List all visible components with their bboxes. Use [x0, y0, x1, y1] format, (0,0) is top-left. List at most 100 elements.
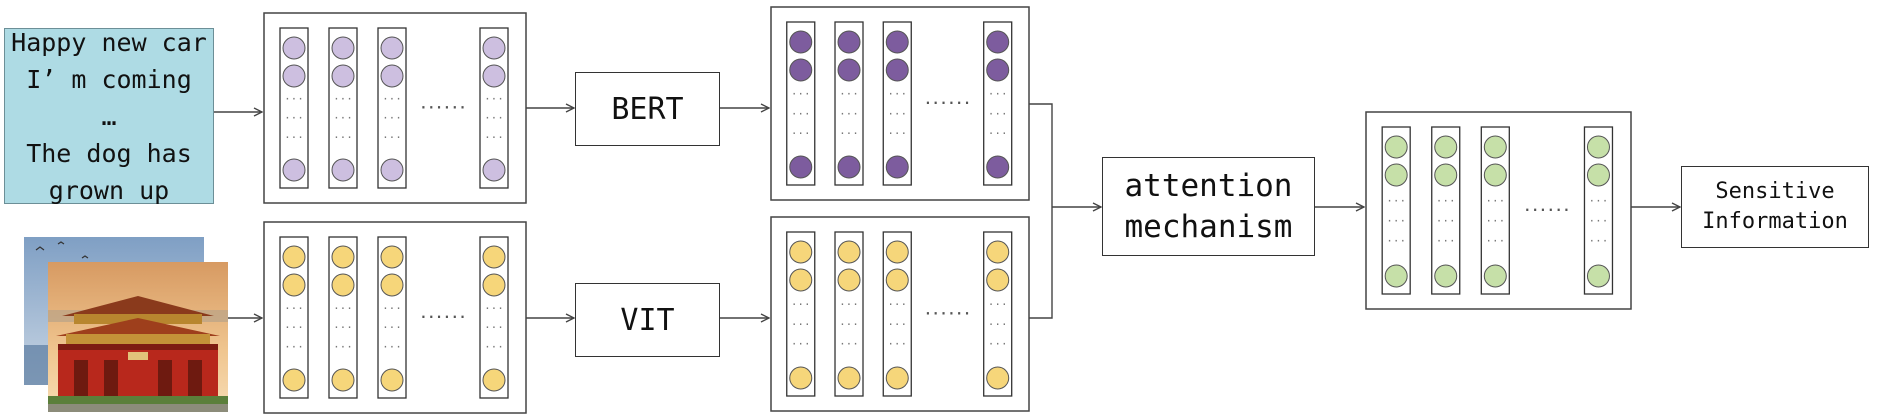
- fused-feature-block-node: [1483, 163, 1507, 187]
- fused-feature-block-vdots: ···: [1589, 194, 1609, 207]
- text-embedding-block-node: [282, 36, 306, 60]
- text-embedding-block-node: [331, 158, 355, 182]
- fused-feature-block-node: [1586, 135, 1610, 159]
- image-embedding-block-vdots: ···: [382, 340, 402, 353]
- text-line-1: Happy new car: [11, 27, 207, 57]
- text-feature-block-node: [986, 155, 1010, 179]
- fused-feature-block-vdots: ···: [1386, 235, 1406, 248]
- bert-label: BERT: [611, 91, 684, 127]
- text-embedding-block-node: [482, 158, 506, 182]
- image-embedding-block-vdots: ···: [484, 340, 504, 353]
- palace-photo-icon: [24, 237, 228, 412]
- text-embedding-block-node: [331, 64, 355, 88]
- text-embedding-block-node: [380, 64, 404, 88]
- text-feature-block-node: [789, 30, 813, 54]
- image-feature-block-vdots: ···: [791, 338, 811, 351]
- image-feature-block-vdots: ···: [887, 338, 907, 351]
- text-embedding-block-node: [331, 36, 355, 60]
- text-feature-block-node: [837, 155, 861, 179]
- text-embedding-block-node: [380, 36, 404, 60]
- image-feature-block-vdots: ···: [839, 298, 859, 311]
- fused-feature-block-vdots: ···: [1436, 194, 1456, 207]
- text-feature-block-vdots: ···: [988, 127, 1008, 140]
- image-embedding-block-node: [331, 368, 355, 392]
- text-feature-block-vdots: ···: [791, 88, 811, 101]
- text-feature-block-node: [837, 58, 861, 82]
- text-embedding-block-vdots: ···: [333, 92, 353, 105]
- text-embedding-block-node: [282, 158, 306, 182]
- fused-feature-block-node: [1384, 135, 1408, 159]
- fused-feature-block-vdots: ···: [1485, 235, 1505, 248]
- text-embedding-block-hdots: ······: [420, 101, 467, 116]
- text-feature-block-node: [837, 30, 861, 54]
- image-embedding-block-vdots: ···: [382, 321, 402, 334]
- output-label-line1: Sensitive: [1715, 179, 1835, 204]
- image-embedding-block-node: [482, 273, 506, 297]
- image-embedding-block-vdots: ···: [284, 321, 304, 334]
- image-feature-block-vdots: ···: [887, 298, 907, 311]
- fused-feature-block-node: [1434, 135, 1458, 159]
- fused-feature-block-vdots: ···: [1485, 215, 1505, 228]
- image-feature-block-vdots: ···: [791, 318, 811, 331]
- front-photo: [48, 262, 228, 412]
- text-feature-block-vdots: ···: [839, 127, 859, 140]
- fused-feature-block-vdots: ···: [1589, 215, 1609, 228]
- image-feature-block-vdots: ···: [988, 318, 1008, 331]
- fused-feature-block-vdots: ···: [1485, 194, 1505, 207]
- text-embedding-block-vdots: ···: [382, 92, 402, 105]
- image-feature-block-node: [986, 240, 1010, 264]
- text-embedding-block-node: [282, 64, 306, 88]
- image-embedding-block-hdots: ······: [420, 311, 467, 326]
- image-embedding-block-node: [282, 273, 306, 297]
- attention-label-line2: mechanism: [1124, 208, 1293, 245]
- text-embedding-block-vdots: ···: [333, 112, 353, 125]
- text-line-4: The dog has: [26, 138, 192, 168]
- image-embedding-block-node: [380, 245, 404, 269]
- image-embedding-block-vdots: ···: [333, 302, 353, 315]
- attention-box: attention mechanism: [1102, 157, 1315, 256]
- image-embedding-block-node: [380, 273, 404, 297]
- image-feature-block-vdots: ···: [988, 298, 1008, 311]
- text-feature-block-node: [789, 155, 813, 179]
- image-feature-block-node: [885, 268, 909, 292]
- image-embedding-block-vdots: ···: [484, 321, 504, 334]
- image-feature-block-node: [837, 268, 861, 292]
- text-feature-block-vdots: ···: [839, 88, 859, 101]
- fused-feature-block-node: [1434, 163, 1458, 187]
- text-feature-block-node: [789, 58, 813, 82]
- connector-merge: [1028, 103, 1053, 319]
- image-feature-block-vdots: ···: [791, 298, 811, 311]
- text-feature-block-node: [986, 58, 1010, 82]
- image-feature-block-node: [789, 268, 813, 292]
- vit-box: VIT: [575, 283, 720, 357]
- text-feature-block-vdots: ···: [988, 107, 1008, 120]
- image-embedding-block-vdots: ···: [284, 302, 304, 315]
- text-line-3: …: [101, 101, 117, 131]
- image-embedding-block-node: [482, 368, 506, 392]
- fused-feature-block-vdots: ···: [1589, 235, 1609, 248]
- image-feature-block-node: [885, 366, 909, 390]
- image-feature-block-vdots: ···: [988, 338, 1008, 351]
- text-embedding-block-vdots: ···: [284, 131, 304, 144]
- text-feature-block-node: [885, 58, 909, 82]
- fused-feature-block-node: [1586, 264, 1610, 288]
- text-feature-block-vdots: ···: [791, 107, 811, 120]
- fused-feature-block-hdots: ······: [1523, 204, 1570, 219]
- text-feature-block-vdots: ···: [887, 107, 907, 120]
- image-feature-block-node: [789, 366, 813, 390]
- text-embedding-block-vdots: ···: [382, 131, 402, 144]
- text-embedding-block-vdots: ···: [333, 131, 353, 144]
- fused-feature-block-vdots: ···: [1386, 194, 1406, 207]
- image-embedding-block-vdots: ···: [284, 340, 304, 353]
- fused-feature-block-vdots: ···: [1436, 235, 1456, 248]
- image-feature-block-hdots: ······: [924, 307, 971, 322]
- image-embedding-block-vdots: ···: [484, 302, 504, 315]
- text-line-2: I’ m coming: [26, 64, 192, 94]
- image-embedding-block-node: [380, 368, 404, 392]
- image-feature-block-node: [885, 240, 909, 264]
- text-feature-block-node: [885, 155, 909, 179]
- fused-feature-block-node: [1434, 264, 1458, 288]
- fused-feature-block-node: [1586, 163, 1610, 187]
